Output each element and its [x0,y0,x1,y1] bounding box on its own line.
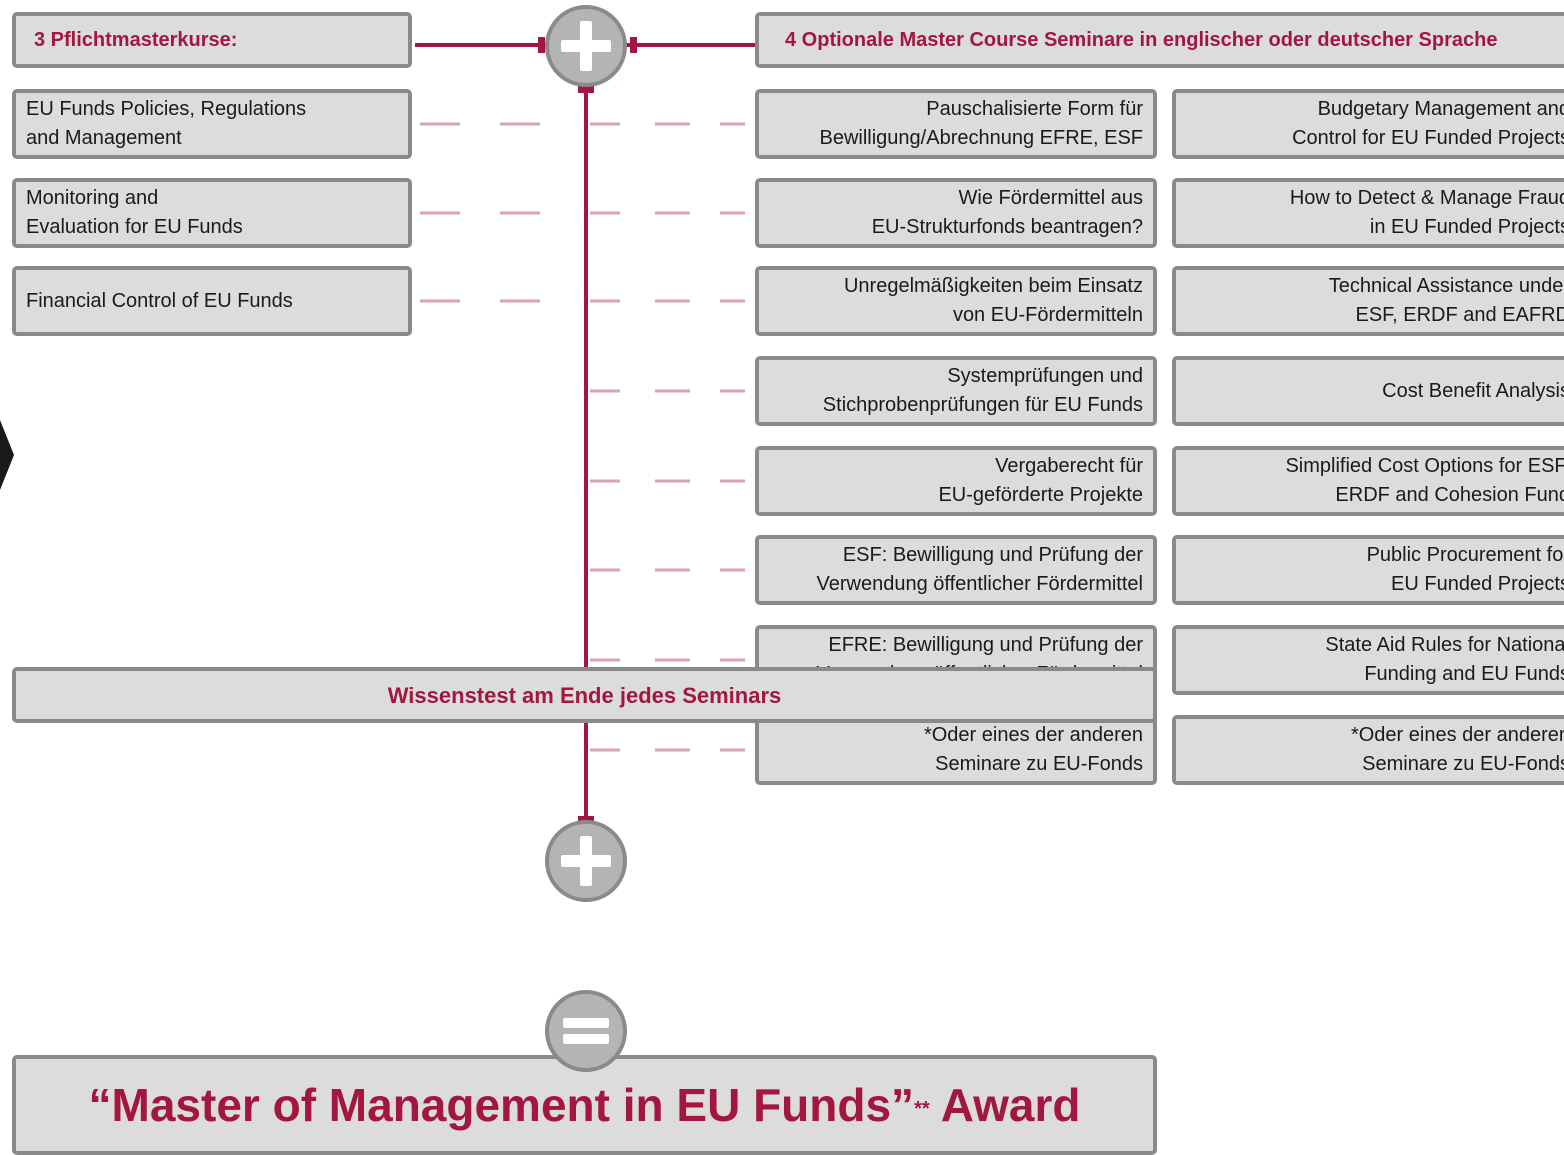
mandatory-course-2: Monitoring and Evaluation for EU Funds [12,178,412,248]
spine-cap-top [578,86,594,93]
plus-icon [545,820,627,902]
english-seminar-label: State Aid Rules for National Funding and… [1325,634,1564,685]
mandatory-course-label: EU Funds Policies, Regulations and Manag… [26,98,307,149]
german-seminar-8: *Oder eines der anderen Seminare zu EU-F… [755,715,1157,785]
english-seminar-label: Public Procurement for EU Funded Project… [1366,544,1564,595]
german-seminar-label: Systemprüfungen und Stichprobenprüfungen… [822,365,1143,416]
award-title-main: “Master of Management in EU Funds” [88,1079,915,1131]
equals-icon [545,990,627,1072]
mandatory-course-3: Financial Control of EU Funds [12,266,412,336]
german-seminar-label: *Oder eines der anderen Seminare zu EU-F… [923,724,1143,775]
plus-vertical-bar [580,836,592,886]
mandatory-courses-header: 3 Pflichtmasterkurse: [12,12,412,68]
equals-bottom-bar [563,1034,609,1044]
mandatory-course-label: Monitoring and Evaluation for EU Funds [26,187,243,238]
english-seminar-3: Technical Assistance under ESF, ERDF and… [1172,266,1564,336]
german-seminar-4: Systemprüfungen und Stichprobenprüfungen… [755,356,1157,426]
english-seminar-label: Technical Assistance under ESF, ERDF and… [1328,275,1564,326]
english-seminar-5: Simplified Cost Options for ESF, ERDF an… [1172,446,1564,516]
knowledge-test-banner: Wissenstest am Ende jedes Seminars [12,667,1157,723]
english-seminar-6: Public Procurement for EU Funded Project… [1172,535,1564,605]
english-seminar-1: Budgetary Management and Control for EU … [1172,89,1564,159]
english-seminar-label: Cost Benefit Analysis [1382,379,1564,402]
plus-vertical-bar [580,21,592,71]
award-banner: “Master of Management in EU Funds”** Awa… [12,1055,1157,1155]
english-seminar-4: Cost Benefit Analysis [1172,356,1564,426]
optional-seminars-header-label: 4 Optionale Master Course Seminare in en… [785,28,1498,51]
german-seminar-label: Pauschalisierte Form für Bewilligung/Abr… [819,98,1144,149]
award-title: “Master of Management in EU Funds”** Awa… [89,1080,1081,1130]
optional-seminars-header: 4 Optionale Master Course Seminare in en… [755,12,1564,68]
english-seminar-2: How to Detect & Manage Fraud in EU Funde… [1172,178,1564,248]
spine-cap-bottom [578,816,594,823]
knowledge-test-label: Wissenstest am Ende jedes Seminars [387,682,782,708]
mandatory-course-label: Financial Control of EU Funds [26,289,293,312]
equals-top-bar [563,1018,609,1028]
german-seminar-label: ESF: Bewilligung und Prüfung der Verwend… [816,544,1143,595]
german-seminar-2: Wie Fördermittel aus EU-Strukturfonds be… [755,178,1157,248]
english-seminar-7: State Aid Rules for National Funding and… [1172,625,1564,695]
arrow-fragment-icon [0,420,14,490]
german-seminar-6: ESF: Bewilligung und Prüfung der Verwend… [755,535,1157,605]
german-seminar-1: Pauschalisierte Form für Bewilligung/Abr… [755,89,1157,159]
german-seminar-label: Unregelmäßigkeiten beim Einsatz von EU-F… [843,275,1143,326]
mandatory-courses-header-label: 3 Pflichtmasterkurse: [34,28,238,51]
mandatory-course-1: EU Funds Policies, Regulations and Manag… [12,89,412,159]
german-seminar-3: Unregelmäßigkeiten beim Einsatz von EU-F… [755,266,1157,336]
award-footnote-marker: ** [914,1098,930,1120]
german-seminar-5: Vergaberecht für EU-geförderte Projekte [755,446,1157,516]
header-connector-cap-left [538,37,545,53]
english-seminar-label: Simplified Cost Options for ESF, ERDF an… [1285,455,1564,506]
english-seminar-label: *Oder eines der anderen Seminare zu EU-F… [1350,724,1564,775]
german-seminar-label: Vergaberecht für EU-geförderte Projekte [938,455,1143,506]
header-connector-cap-right [630,37,637,53]
english-seminar-label: How to Detect & Manage Fraud in EU Funde… [1289,187,1564,238]
german-seminar-label: Wie Fördermittel aus EU-Strukturfonds be… [871,187,1143,238]
english-seminar-8: *Oder eines der anderen Seminare zu EU-F… [1172,715,1564,785]
plus-icon [545,5,627,87]
award-title-suffix: Award [929,1079,1081,1131]
english-seminar-label: Budgetary Management and Control for EU … [1292,98,1564,149]
